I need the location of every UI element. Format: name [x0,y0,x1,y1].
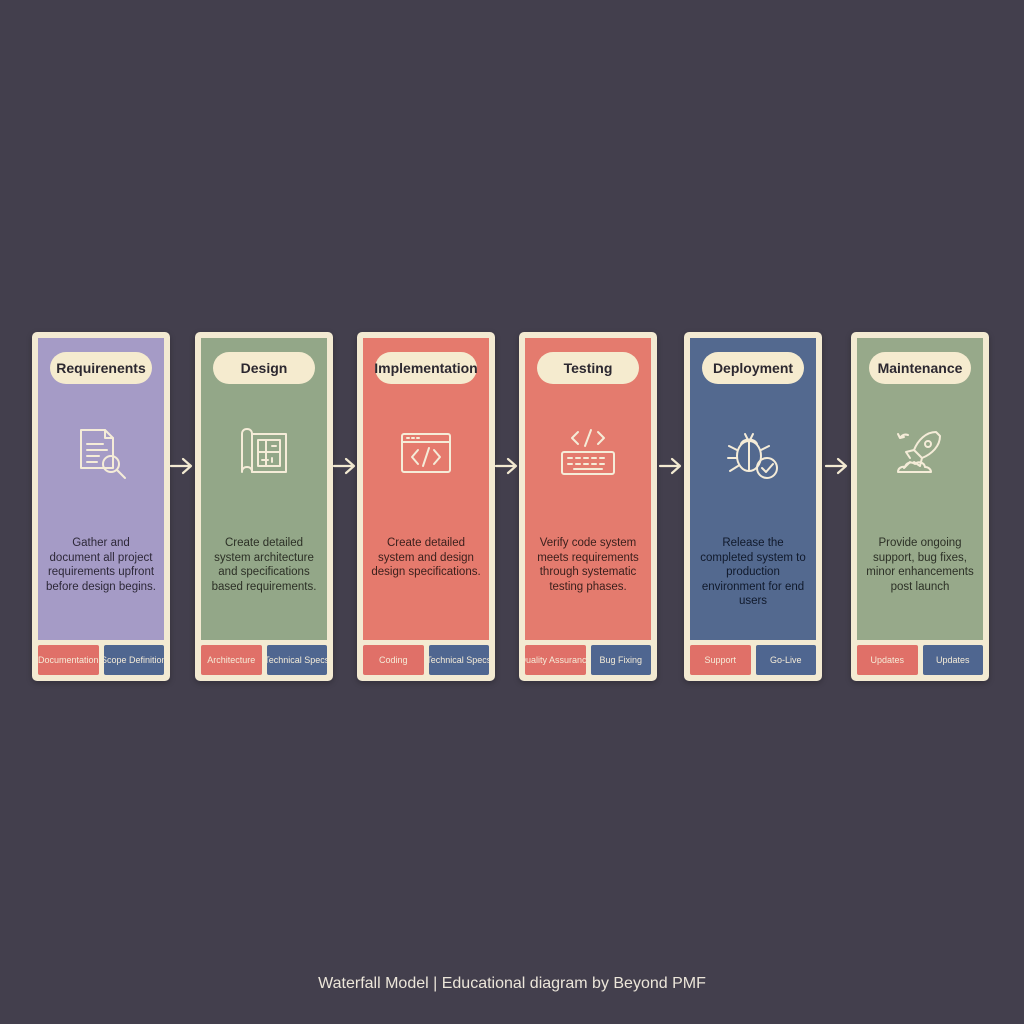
stage-title: Implementation [374,352,478,384]
stage-panel: Testing Verify code system meets require… [525,338,651,640]
stage-tags: Coding Technical Specs [363,645,489,675]
stage-description: Gather and document all project requirem… [46,537,156,593]
stage-card-design: Design Create detailed system architectu… [195,332,333,681]
stage-tag: Go-Live [755,645,816,675]
stage-tags: Architecture Technical Specs [201,645,327,675]
stage-title: Testing [537,352,639,384]
stage-tags: Support Go-Live [690,645,816,675]
stage-title: Requirenents [50,352,152,384]
stage-description: Release the completed system to producti… [700,537,806,607]
diagram-caption: Waterfall Model | Educational diagram by… [318,975,706,992]
stage-panel: Deployment Release the completed system … [690,338,816,640]
arrow-right-icon [169,457,193,475]
stage-tag: Documentation [38,645,99,675]
stage-panel: Requirenents Gather and document all pro… [38,338,164,640]
stage-tag: Architecture [201,645,262,675]
stage-panel: Design Create detailed system architectu… [201,338,327,640]
blueprint-icon [232,422,296,486]
document-search-icon [69,422,133,486]
stage-card-implementation: Implementation Create detailed system an… [357,332,495,681]
stage-tag: Coding [363,645,424,675]
stage-tag: Bug Fixing [590,645,651,675]
stage-panel: Maintenance Provide ongoing support, bug… [857,338,983,640]
stage-description: Create detailed system and design design… [371,537,481,578]
rocket-cloud-icon [888,422,952,486]
stage-card-testing: Testing Verify code system meets require… [519,332,657,681]
stage-tags: Quality Assurance Bug Fixing [525,645,651,675]
stage-title: Design [213,352,315,384]
bug-check-icon [721,422,785,486]
stage-card-maintenance: Maintenance Provide ongoing support, bug… [851,332,989,681]
stage-tag: Technical Specs [428,645,489,675]
stage-description: Verify code system meets requirements th… [537,537,639,593]
arrow-right-icon [332,457,356,475]
stage-tag: Updates [922,645,983,675]
stage-tag: Quality Assurance [525,645,586,675]
stage-tag: Technical Specs [266,645,327,675]
stage-tag: Scope Definition [103,645,164,675]
arrow-right-icon [658,457,682,475]
stage-title: Maintenance [869,352,971,384]
stage-tags: Updates Updates [857,645,983,675]
stage-tag: Updates [857,645,918,675]
code-window-icon [394,422,458,486]
stage-description: Provide ongoing support, bug fixes, mino… [866,537,974,593]
arrow-right-icon [494,457,518,475]
stage-card-requirements: Requirenents Gather and document all pro… [32,332,170,681]
code-keyboard-icon [556,422,620,486]
arrow-right-icon [824,457,848,475]
stage-tag: Support [690,645,751,675]
stage-tags: Documentation Scope Definition [38,645,164,675]
stage-card-deployment: Deployment Release the completed system … [684,332,822,681]
stage-title: Deployment [702,352,804,384]
stage-description: Create detailed system architecture and … [211,537,317,593]
stage-panel: Implementation Create detailed system an… [363,338,489,640]
